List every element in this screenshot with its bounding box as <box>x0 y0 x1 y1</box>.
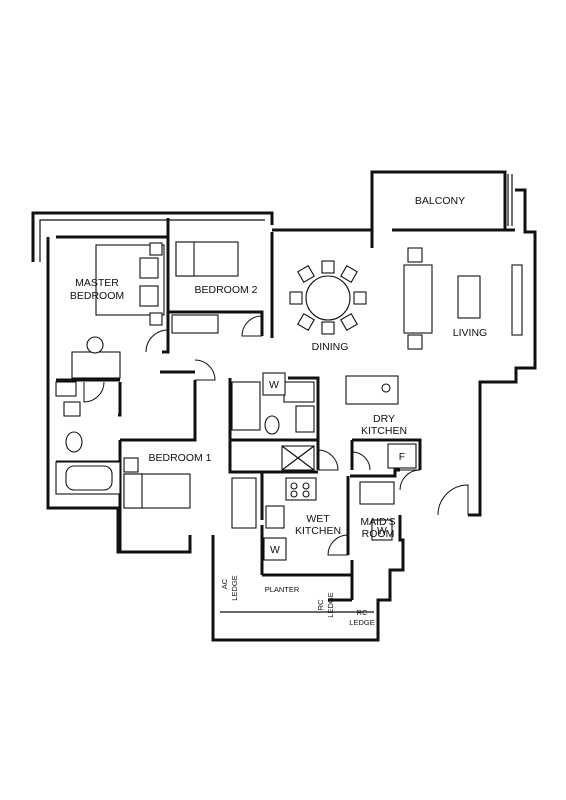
fridge-symbol: F <box>399 451 405 463</box>
fixture-symbols: F W W W <box>269 379 405 556</box>
label-ac-ledge-2: LEDGE <box>230 575 239 600</box>
label-rc-ledge-a-2: LEDGE <box>326 592 335 617</box>
label-rc-ledge-b-2: LEDGE <box>349 618 374 627</box>
furniture <box>55 174 523 561</box>
label-wet-kitchen-1: WET <box>306 513 330 525</box>
outer-walls <box>31 170 537 642</box>
washer-maid-symbol: W <box>377 525 387 537</box>
label-bedroom-2: BEDROOM 2 <box>194 284 257 296</box>
label-master-bedroom-2: BEDROOM <box>70 290 124 302</box>
fridge <box>387 443 417 469</box>
label-ac-ledge-1: AC <box>220 578 229 589</box>
label-maids-room-2: ROOM <box>362 528 395 540</box>
sofa <box>403 264 433 334</box>
label-dry-kitchen-1: DRY <box>373 413 395 425</box>
interior-walls <box>56 232 422 602</box>
room-labels: BALCONY MASTER BEDROOM BEDROOM 2 DINING … <box>70 195 487 627</box>
washer-kitchen-symbol: W <box>270 544 280 556</box>
label-wet-kitchen-2: KITCHEN <box>295 525 341 537</box>
label-rc-ledge-a-1: RC <box>316 599 325 610</box>
label-living: LIVING <box>453 327 487 339</box>
kitchen-island <box>345 375 399 405</box>
label-bedroom-1: BEDROOM 1 <box>148 452 211 464</box>
label-dining: DINING <box>312 341 349 353</box>
dining-table <box>305 275 351 321</box>
label-planter: PLANTER <box>265 585 300 594</box>
label-balcony: BALCONY <box>415 195 465 207</box>
label-dry-kitchen-2: KITCHEN <box>361 425 407 437</box>
washer-bath-symbol: W <box>269 379 279 391</box>
label-rc-ledge-b-1: RC <box>357 608 368 617</box>
doors <box>83 315 469 556</box>
label-master-bedroom-1: MASTER <box>75 277 119 289</box>
label-maids-room-1: MAID'S <box>360 516 395 528</box>
